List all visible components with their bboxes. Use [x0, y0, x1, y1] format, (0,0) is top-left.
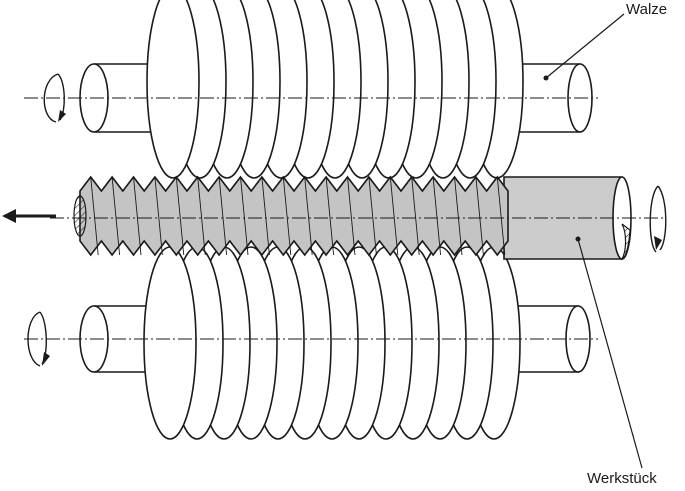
thread-flank [218, 176, 228, 256]
roller-leader-line [545, 13, 625, 79]
thread-flank [282, 176, 292, 256]
thread-flank [411, 176, 420, 256]
workpiece [73, 175, 632, 261]
workpiece-leader-line [577, 238, 643, 469]
rolled-thread [73, 175, 509, 257]
thread-flank [432, 176, 442, 256]
thread-flank [454, 176, 463, 256]
center-lines [24, 97, 666, 340]
thread-flank [175, 176, 185, 256]
thread-flank [197, 176, 206, 256]
thread-flank [240, 176, 249, 256]
bottom-roller [79, 246, 591, 440]
thread-flank [368, 176, 377, 256]
thread-profile [79, 175, 509, 257]
thread-flank [111, 176, 121, 256]
bottom-roller-discs [143, 246, 521, 440]
thread-flank [304, 176, 313, 256]
thread-flank [261, 176, 270, 256]
thread-flank [347, 176, 356, 256]
top-roller [79, 0, 593, 179]
thread-flank [496, 176, 506, 256]
rotation-arrow-icon [43, 73, 66, 123]
leader-lines [545, 13, 643, 469]
thread-flank [154, 176, 163, 256]
thread-flank [475, 176, 484, 256]
rotation-arrow-icon [27, 311, 50, 367]
rotation-arrow-icon [649, 185, 667, 253]
thread-flank [389, 176, 399, 256]
thread-end-face [73, 195, 87, 237]
thread-flank [133, 176, 142, 256]
thread-flank [90, 176, 99, 256]
roller-disc [143, 246, 197, 440]
thread-flank [325, 176, 335, 256]
workpiece-label: Werkstück [587, 470, 657, 487]
roller-disc [146, 0, 200, 179]
roller-label: Walze [626, 1, 668, 18]
arrow-left-icon [2, 209, 56, 223]
top-roller-discs [146, 0, 524, 179]
